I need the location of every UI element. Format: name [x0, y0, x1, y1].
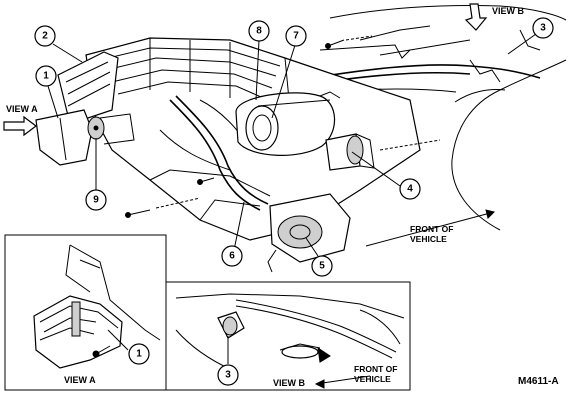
inlet-duct [35, 109, 93, 166]
view-b-arrow: VIEW B [464, 3, 525, 31]
inset-view-a: 1 VIEW A [4, 234, 167, 391]
callout-6: 6 [221, 245, 243, 267]
inset-b-caption: VIEW B [273, 378, 306, 388]
view-a-arrow: VIEW A [3, 104, 38, 137]
front-label-line1: FRONT OF [410, 224, 453, 234]
screws [125, 39, 345, 218]
svg-text:7: 7 [293, 31, 299, 42]
svg-text:4: 4 [407, 184, 413, 195]
front-label-line2: VEHICLE [410, 234, 447, 244]
inlet-fittings [87, 113, 135, 145]
inset-a-callout-1: 1 [128, 343, 150, 365]
inset-b-callout-3: 3 [217, 364, 239, 386]
view-a-label: VIEW A [6, 104, 38, 114]
main-exploded-view: VIEW A VIEW B FRONT OF VEHICLE [3, 3, 567, 277]
front-of-vehicle-indicator: FRONT OF VEHICLE [365, 209, 495, 247]
svg-text:2: 2 [42, 31, 48, 42]
svg-text:1: 1 [136, 349, 142, 360]
callout-2: 2 [34, 25, 56, 47]
svg-text:6: 6 [229, 251, 235, 262]
inset-view-b: 3 VIEW B FRONT OF VEHICLE [165, 281, 411, 391]
callout-9: 9 [85, 189, 107, 211]
svg-text:1: 1 [43, 71, 49, 82]
svg-text:3: 3 [540, 23, 546, 34]
callout-3: 3 [532, 17, 554, 39]
callout-leaders [47, 33, 537, 257]
callout-5: 5 [311, 255, 333, 277]
callout-4: 4 [399, 178, 421, 200]
svg-text:8: 8 [256, 26, 262, 37]
inset-a-caption: VIEW A [64, 375, 96, 385]
body-panel-outline [329, 5, 567, 231]
inset-b-front-line1: FRONT OF [354, 364, 397, 374]
svg-text:3: 3 [225, 370, 231, 381]
svg-text:9: 9 [93, 195, 99, 206]
figure-id: M4611-A [518, 376, 559, 387]
fastener-alignment-lines [155, 35, 441, 209]
inset-b-front-line2: VEHICLE [354, 374, 391, 384]
callout-8: 8 [248, 20, 270, 42]
callout-7: 7 [285, 25, 307, 47]
callout-1: 1 [35, 65, 57, 87]
view-b-label: VIEW B [492, 6, 525, 16]
blower-motor [235, 91, 341, 156]
lower-blower-housing [267, 193, 351, 273]
resistor-assembly [325, 133, 375, 171]
svg-text:5: 5 [319, 261, 325, 272]
